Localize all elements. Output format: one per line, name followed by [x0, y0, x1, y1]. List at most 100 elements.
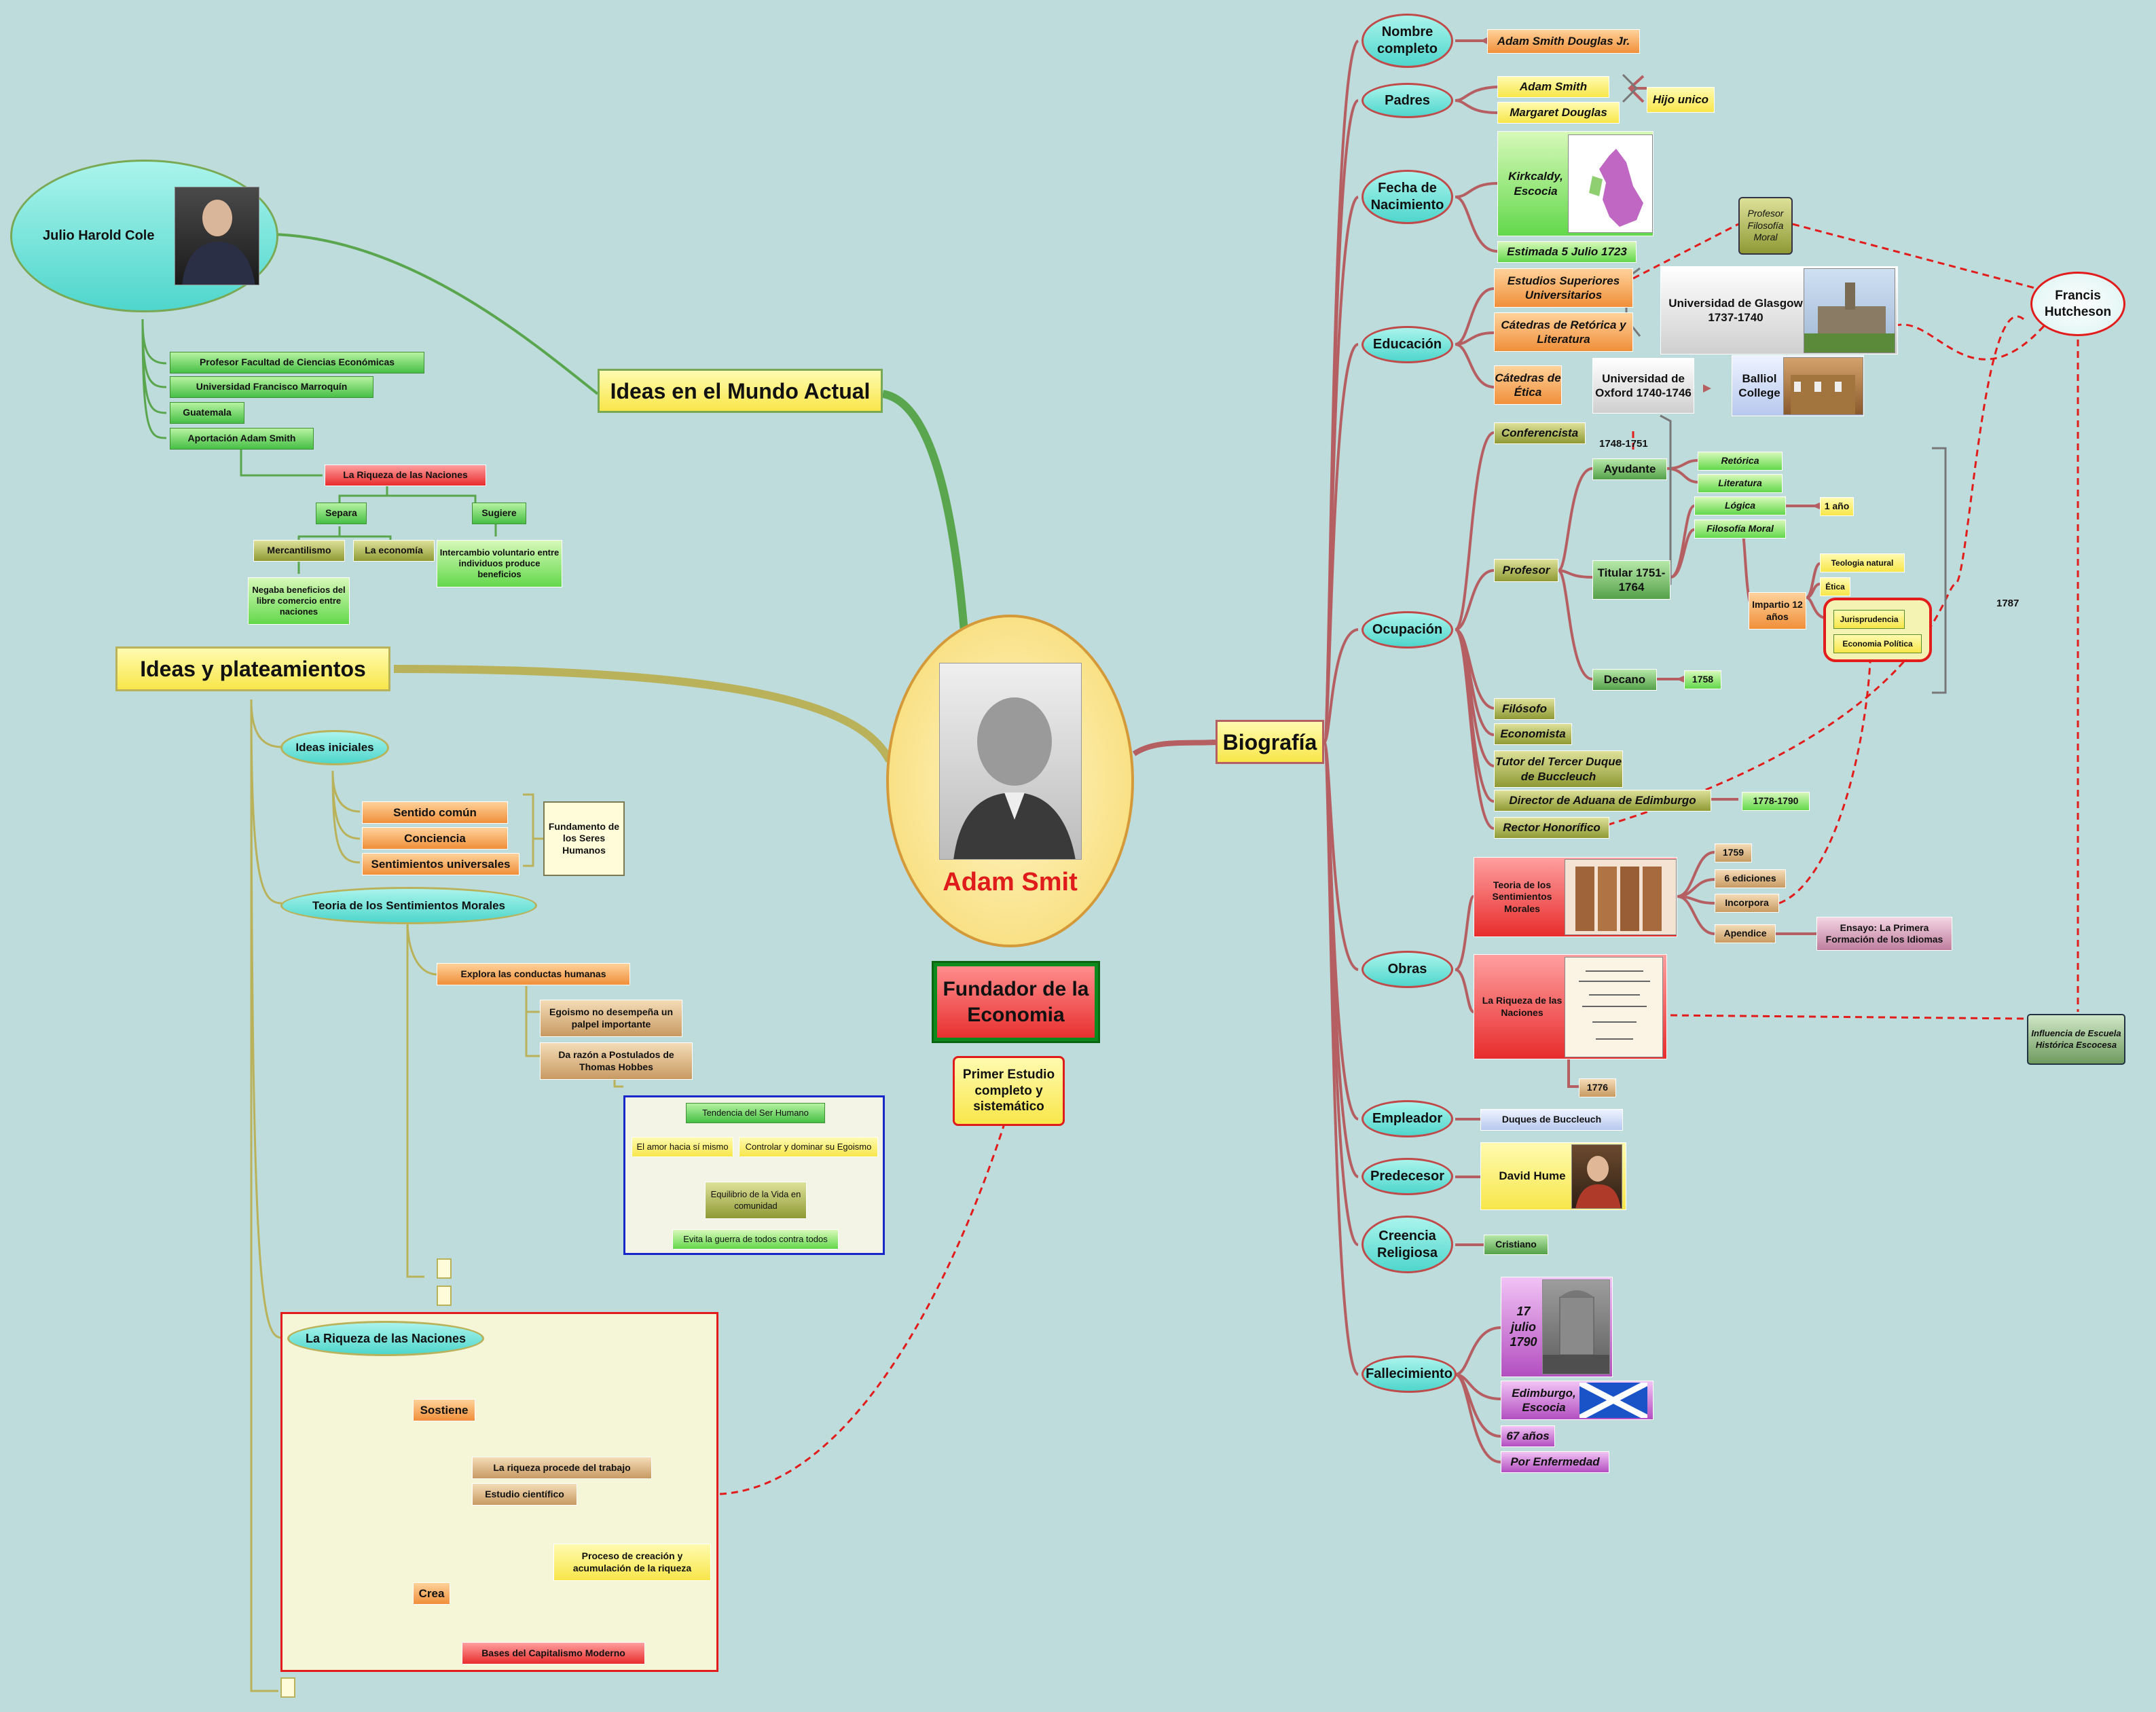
cristiano-node[interactable]: Cristiano	[1484, 1235, 1548, 1255]
crea-node[interactable]: Crea	[413, 1582, 450, 1605]
estudio-cientifico-node[interactable]: Estudio científico	[472, 1483, 577, 1506]
ediciones-node[interactable]: 6 ediciones	[1715, 869, 1786, 888]
bases-capitalismo-node[interactable]: Bases del Capitalismo Moderno	[462, 1642, 645, 1664]
proceso-node[interactable]: Proceso de creación y acumulación de la …	[553, 1544, 711, 1581]
fundamento-node[interactable]: Fundamento de los Seres Humanos	[543, 801, 625, 876]
incorpora-node[interactable]: Incorpora	[1715, 894, 1779, 913]
ideas-mundo-actual-node[interactable]: Ideas en el Mundo Actual	[598, 369, 883, 413]
controlar-node[interactable]: Controlar y dominar su Egoismo	[739, 1137, 878, 1157]
fecha-estimada-node[interactable]: Estimada 5 Julio 1723	[1497, 241, 1637, 263]
ideas-plateamientos-node[interactable]: Ideas y plateamientos	[115, 646, 390, 691]
economista-node[interactable]: Economista	[1494, 723, 1572, 745]
tendencia-node[interactable]: Tendencia del Ser Humano	[686, 1103, 825, 1123]
ayudante-node[interactable]: Ayudante	[1592, 458, 1667, 480]
etica-node[interactable]: Ética	[1820, 577, 1850, 596]
primer-estudio-node[interactable]: Primer Estudio completo y sistemático	[953, 1056, 1065, 1126]
mercantilismo-node[interactable]: Mercantilismo	[253, 540, 345, 562]
amor-node[interactable]: El amor hacia sí mismo	[632, 1137, 733, 1157]
y1759-node[interactable]: 1759	[1715, 843, 1752, 862]
intercambio-node[interactable]: Intercambio voluntario entre individuos …	[437, 540, 562, 587]
economia-politica-node[interactable]: Economia Política	[1833, 634, 1922, 653]
filosofia-moral-node[interactable]: Filosofía Moral	[1694, 520, 1786, 539]
nombre-node[interactable]: Nombre completo	[1362, 14, 1453, 68]
tutor-node[interactable]: Tutor del Tercer Duque de Buccleuch	[1494, 750, 1623, 788]
decano-year-node[interactable]: 1758	[1684, 670, 1721, 689]
madre-node[interactable]: Margaret Douglas	[1497, 102, 1620, 124]
educacion-node[interactable]: Educación	[1362, 326, 1453, 363]
predecesor-node[interactable]: Predecesor	[1362, 1158, 1453, 1195]
ocupacion-node[interactable]: Ocupación	[1362, 611, 1453, 649]
filosofo-node[interactable]: Filósofo	[1494, 698, 1555, 720]
profesor-filosofia-node[interactable]: Profesor Filosofía Moral	[1738, 197, 1793, 255]
sentimientos-universales-node[interactable]: Sentimientos universales	[362, 853, 519, 875]
teoria-sentimientos-node[interactable]: Teoria de los Sentimientos Morales	[280, 887, 537, 924]
cole-item-4[interactable]: Aportación Adam Smith	[170, 428, 314, 450]
economia-node[interactable]: La economía	[353, 540, 435, 562]
empleador-node[interactable]: Empleador	[1362, 1100, 1453, 1137]
egoismo-node[interactable]: Egoismo no desempeña un palpel important…	[540, 1000, 682, 1037]
edad-node[interactable]: 67 años	[1501, 1425, 1555, 1447]
influencia-node[interactable]: Influencia de Escuela Histórica Escocesa	[2027, 1014, 2125, 1065]
obras-node[interactable]: Obras	[1362, 951, 1453, 988]
estudios-superiores-node[interactable]: Estudios Superiores Universitarios	[1494, 268, 1633, 308]
decano-node[interactable]: Decano	[1592, 669, 1657, 691]
sugiere-node[interactable]: Sugiere	[472, 503, 526, 524]
hijo-unico-node[interactable]: Hijo unico	[1647, 87, 1715, 113]
sostiene-node[interactable]: Sostiene	[413, 1399, 475, 1421]
logica-node[interactable]: Lógica	[1694, 496, 1786, 515]
hutcheson-node[interactable]: Francis Hutcheson	[2030, 272, 2125, 336]
literatura-node[interactable]: Literatura	[1698, 474, 1783, 493]
explora-node[interactable]: Explora las conductas humanas	[437, 963, 630, 985]
cole-item-1[interactable]: Profesor Facultad de Ciencias Económicas	[170, 352, 424, 374]
duques-node[interactable]: Duques de Buccleuch	[1480, 1109, 1623, 1131]
central-node[interactable]: Adam Smit	[886, 615, 1134, 947]
cole-item-2[interactable]: Universidad Francisco Marroquín	[170, 376, 373, 398]
fallecimiento-node[interactable]: Fallecimiento	[1362, 1355, 1457, 1393]
catedras-etica-node[interactable]: Cátedras de Ética	[1494, 365, 1562, 405]
ensayo-node[interactable]: Ensayo: La Primera Formación de los Idio…	[1816, 917, 1952, 951]
director-aduana-node[interactable]: Director de Aduana de Edimburgo	[1494, 790, 1711, 812]
fundador-node[interactable]: Fundador de la Economia	[932, 961, 1100, 1043]
padre-node[interactable]: Adam Smith	[1497, 76, 1609, 98]
apendice-node[interactable]: Apendice	[1715, 924, 1776, 943]
biografia-node[interactable]: Biografía	[1216, 720, 1324, 764]
cole-item-3[interactable]: Guatemala	[170, 402, 244, 424]
padres-node[interactable]: Padres	[1362, 83, 1453, 118]
un-ano-node[interactable]: 1 año	[1820, 497, 1854, 516]
director-years-node[interactable]: 1778-1790	[1742, 792, 1810, 811]
cole-riqueza-node[interactable]: La Riqueza de las Naciones	[325, 465, 486, 486]
negaba-node[interactable]: Negaba beneficios del libre comercio ent…	[248, 577, 350, 625]
sentido-comun-node[interactable]: Sentido común	[362, 801, 508, 824]
ideas-iniciales-node[interactable]: Ideas iniciales	[280, 730, 389, 765]
teologia-node[interactable]: Teologia natural	[1820, 553, 1905, 572]
evita-node[interactable]: Evita la guerra de todos contra todos	[672, 1229, 839, 1250]
conciencia-node[interactable]: Conciencia	[362, 827, 508, 850]
profesor-node[interactable]: Profesor	[1494, 559, 1558, 582]
riqueza-trabajo-node[interactable]: La riqueza procede del trabajo	[472, 1457, 652, 1479]
retorica-node[interactable]: Retórica	[1698, 452, 1783, 471]
nombre-value[interactable]: Adam Smith Douglas Jr.	[1487, 29, 1640, 54]
riqueza-obra-node[interactable]: La Riqueza de las Naciones	[1474, 954, 1667, 1059]
glasgow-node[interactable]: Universidad de Glasgow 1737-1740	[1660, 266, 1898, 354]
titular-node[interactable]: Titular 1751-1764	[1592, 560, 1670, 600]
y1776-node[interactable]: 1776	[1579, 1078, 1616, 1097]
fecha-nacimiento-node[interactable]: Fecha de Nacimiento	[1362, 170, 1453, 224]
separa-node[interactable]: Separa	[316, 503, 367, 524]
creencia-node[interactable]: Creencia Religiosa	[1362, 1216, 1453, 1273]
cole-node[interactable]: Julio Harold Cole	[10, 160, 278, 312]
balliol-node[interactable]: Balliol College	[1732, 355, 1864, 416]
catedras-retorica-node[interactable]: Cátedras de Retórica y Literatura	[1494, 312, 1633, 352]
razon-hobbes-node[interactable]: Da razón a Postulados de Thomas Hobbes	[540, 1042, 693, 1080]
lugar-nacimiento-node[interactable]: Kirkcaldy, Escocia	[1497, 131, 1653, 236]
rector-node[interactable]: Rector Honorífico	[1494, 817, 1609, 839]
oxford-node[interactable]: Universidad de Oxford 1740-1746	[1592, 358, 1694, 414]
causa-muerte-node[interactable]: Por Enfermedad	[1501, 1451, 1609, 1473]
equilibrio-node[interactable]: Equilibrio de la Vida en comunidad	[705, 1182, 807, 1219]
fecha-muerte-node[interactable]: 17 julio 1790	[1501, 1277, 1613, 1377]
teoria-obra-node[interactable]: Teoria de los Sentimientos Morales	[1474, 857, 1677, 937]
riqueza-title-node[interactable]: La Riqueza de las Naciones	[287, 1321, 484, 1356]
impartio-node[interactable]: Impartio 12 años	[1749, 592, 1806, 630]
hume-node[interactable]: David Hume	[1480, 1142, 1626, 1210]
conferencista-node[interactable]: Conferencista	[1494, 422, 1586, 444]
jurisprudencia-node[interactable]: Jurisprudencia	[1833, 610, 1905, 629]
